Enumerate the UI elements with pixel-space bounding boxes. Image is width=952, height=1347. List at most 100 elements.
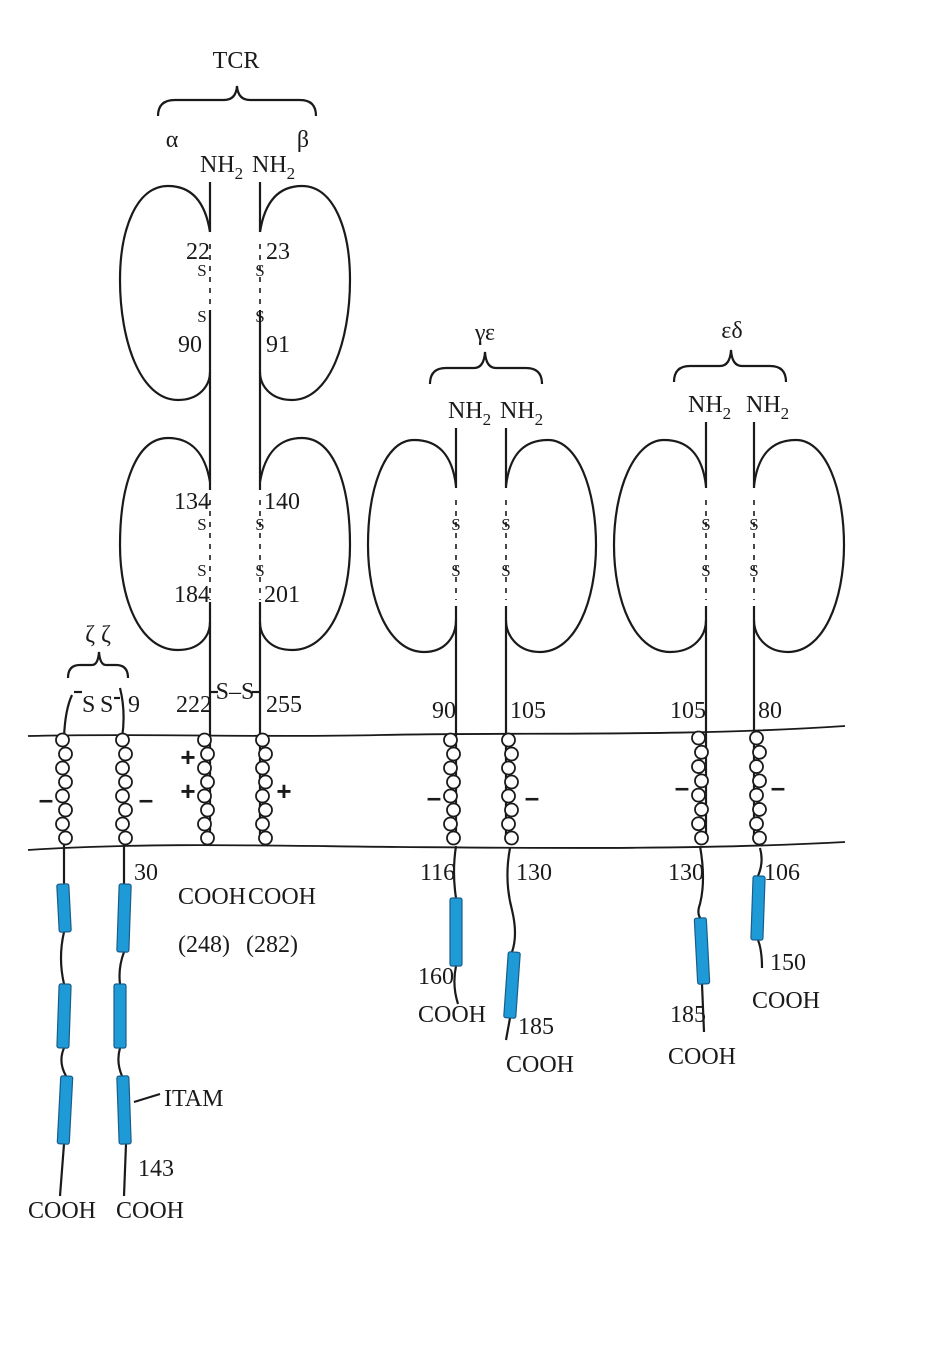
helix-turn bbox=[55, 732, 70, 748]
zeta-right-cooh-label: COOH bbox=[116, 1198, 184, 1224]
helix-turn bbox=[501, 760, 516, 776]
gamma-s-2: S bbox=[451, 561, 460, 580]
beta-constant-domain bbox=[258, 436, 352, 652]
helix-turn bbox=[118, 830, 133, 846]
epsilon2-s-1: S bbox=[701, 515, 710, 534]
helix-turn bbox=[504, 830, 519, 846]
zeta-right-itam-3 bbox=[116, 1075, 132, 1145]
epsilon2-residue-130: 130 bbox=[668, 860, 704, 886]
helix-turn bbox=[504, 746, 519, 762]
helix-turn bbox=[694, 830, 709, 846]
zeta-left-charge: – bbox=[39, 784, 53, 814]
delta-residue-106: 106 bbox=[764, 860, 800, 886]
epsilon1-s-1: S bbox=[501, 515, 510, 534]
zeta-right-transmembrane-helix bbox=[115, 732, 133, 846]
helix-turn bbox=[749, 759, 764, 774]
gamma-cooh-label: COOH bbox=[418, 1002, 486, 1028]
helix-turn bbox=[115, 816, 130, 832]
zeta-right-charge: – bbox=[139, 784, 153, 814]
alpha-residue-90: 90 bbox=[178, 332, 202, 358]
zeta-s-left: S bbox=[82, 692, 95, 718]
helix-turn bbox=[115, 788, 130, 804]
epsilon1-residue-105: 105 bbox=[510, 698, 546, 724]
delta-s-1: S bbox=[749, 515, 758, 534]
helix-turn bbox=[694, 773, 709, 789]
alpha-s-2: S bbox=[197, 307, 206, 326]
epsilon2-backbone bbox=[697, 422, 708, 1033]
helix-turn bbox=[258, 802, 273, 818]
beta-s-2: S bbox=[255, 307, 264, 326]
alpha-charge-2: + bbox=[180, 776, 195, 806]
gamma-epsilon-label: γε bbox=[474, 320, 495, 346]
helix-turn bbox=[258, 774, 273, 790]
helix-turn bbox=[115, 760, 130, 776]
beta-residue-201: 201 bbox=[264, 582, 300, 608]
helix-turn bbox=[694, 802, 709, 817]
helix-turn bbox=[58, 830, 73, 846]
cd3-epsilon-delta-dimer: εδ NH2 NH2 S S S S 105 80 130 106 150 CO… bbox=[612, 318, 846, 1070]
beta-cooh-label: COOH bbox=[248, 884, 316, 910]
helix-turn bbox=[691, 759, 706, 774]
epsilon1-transmembrane-helix bbox=[501, 732, 519, 846]
zeta-left-transmembrane-helix bbox=[55, 732, 73, 846]
alpha-charge-1: + bbox=[180, 742, 195, 772]
delta-residue-150: 150 bbox=[770, 950, 806, 976]
helix-turn bbox=[255, 788, 270, 804]
helix-turn bbox=[115, 732, 130, 748]
helix-turn bbox=[58, 774, 73, 790]
epsilon2-itam bbox=[693, 917, 711, 985]
tcr-alpha-chain: NH2 S S S S 22 90 134 184 222 COOH (248) bbox=[118, 152, 246, 958]
zeta-residue-9: 9 bbox=[128, 692, 140, 718]
delta-nh2-label: NH2 bbox=[746, 392, 789, 423]
zeta-right-itam-1 bbox=[116, 883, 132, 953]
zeta-residue-143: 143 bbox=[138, 1156, 174, 1182]
tcr-header: TCR α β bbox=[156, 48, 318, 153]
gamma-domain bbox=[366, 438, 458, 654]
beta-residue-140: 140 bbox=[264, 489, 300, 515]
helix-turn bbox=[752, 773, 767, 789]
gamma-nh2-label: NH2 bbox=[448, 398, 491, 429]
tcr-brace bbox=[156, 85, 318, 117]
beta-nh2-label: NH2 bbox=[252, 152, 295, 183]
helix-turn bbox=[258, 830, 273, 846]
helix-turn bbox=[501, 816, 516, 832]
alpha-residue-184: 184 bbox=[174, 582, 210, 608]
helix-turn bbox=[691, 816, 706, 832]
delta-cooh-label: COOH bbox=[752, 988, 820, 1014]
alpha-transmembrane-helix bbox=[197, 732, 215, 846]
epsilon2-charge: – bbox=[675, 772, 689, 802]
epsilon2-residue-105: 105 bbox=[670, 698, 706, 724]
epsilon-delta-brace bbox=[672, 349, 788, 383]
beta-residue-91: 91 bbox=[266, 332, 290, 358]
helix-turn bbox=[749, 787, 764, 803]
itam-pointer bbox=[133, 1092, 161, 1104]
delta-s-2: S bbox=[749, 561, 758, 580]
tcr-label: TCR bbox=[213, 48, 260, 74]
epsilon2-residue-185: 185 bbox=[670, 1002, 706, 1028]
helix-turn bbox=[446, 802, 461, 818]
helix-turn bbox=[118, 774, 133, 790]
epsilon1-residue-130: 130 bbox=[516, 860, 552, 886]
zeta-pair-label: ζ ζ bbox=[85, 622, 111, 648]
helix-turn bbox=[501, 732, 516, 748]
membrane-inner-line bbox=[27, 841, 846, 851]
gamma-s-1: S bbox=[451, 515, 460, 534]
epsilon1-nh2-label: NH2 bbox=[500, 398, 543, 429]
helix-turn bbox=[752, 802, 767, 817]
zeta-left-itam-1 bbox=[56, 883, 72, 933]
gamma-transmembrane-helix bbox=[443, 732, 461, 846]
helix-turn bbox=[197, 732, 212, 748]
zeta-left-cooh-label: COOH bbox=[28, 1198, 96, 1224]
helix-turn bbox=[55, 788, 70, 804]
gamma-residue-90: 90 bbox=[432, 698, 456, 724]
helix-turn bbox=[197, 760, 212, 776]
gamma-charge: – bbox=[427, 782, 441, 812]
zeta-left-itam-3 bbox=[56, 1075, 74, 1145]
beta-residue-255: 255 bbox=[266, 692, 302, 718]
epsilon1-domain bbox=[504, 438, 598, 654]
helix-turn bbox=[443, 816, 458, 832]
alpha-residue-134: 134 bbox=[174, 489, 210, 515]
zeta-left-chain bbox=[58, 694, 74, 1197]
helix-turn bbox=[258, 746, 273, 762]
